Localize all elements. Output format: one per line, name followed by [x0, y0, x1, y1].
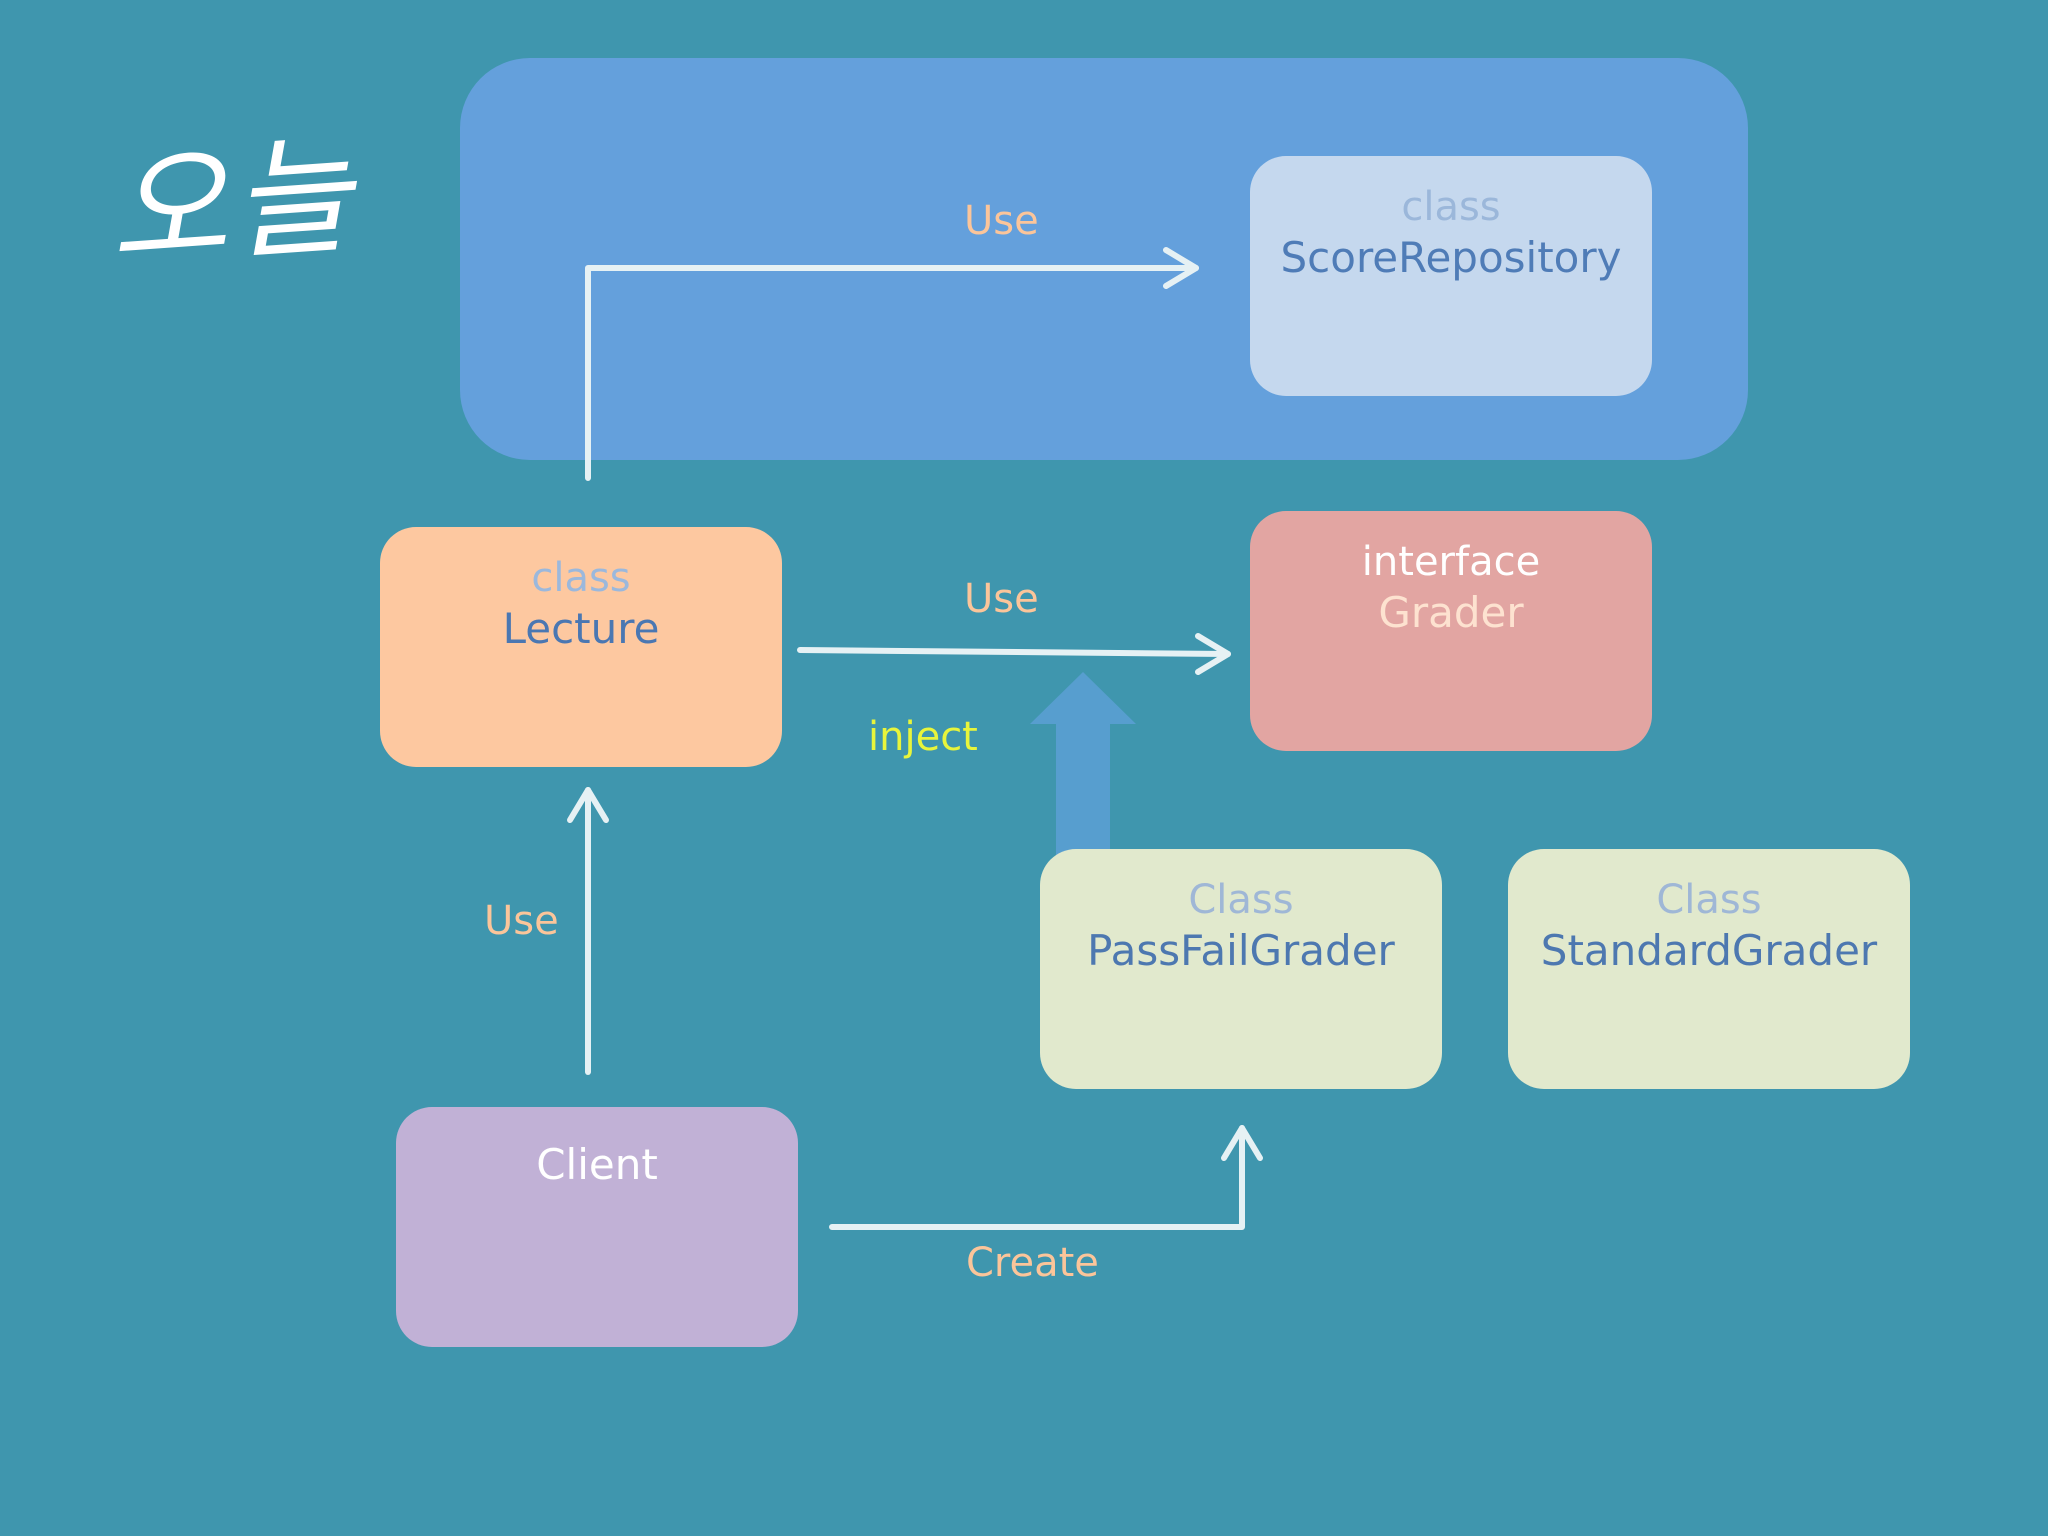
arrow-lecture-to-repository [585, 265, 1199, 481]
node-keyword: class [531, 555, 631, 601]
edge-label-client-to-lecture: Use [484, 898, 559, 944]
arrow-client-to-passfail [829, 1125, 1245, 1230]
node-client: Client [396, 1107, 798, 1347]
arrow-head-lecture [567, 787, 609, 823]
inject-arrow [1030, 672, 1136, 880]
edge-label-inject: inject [868, 714, 978, 760]
node-grader: interface Grader [1250, 511, 1652, 751]
node-keyword: class [1401, 184, 1501, 230]
node-name: Client [536, 1140, 658, 1189]
node-keyword: Class [1656, 877, 1762, 923]
node-pass-fail-grader: Class PassFailGrader [1040, 849, 1442, 1089]
node-name: PassFailGrader [1087, 926, 1395, 975]
arrow-lecture-to-grader [797, 647, 1231, 657]
node-name: ScoreRepository [1280, 233, 1622, 282]
node-name: StandardGrader [1540, 926, 1878, 975]
edge-label-client-to-passfail: Create [966, 1240, 1099, 1286]
node-keyword: Class [1188, 877, 1294, 923]
node-name: Lecture [502, 604, 660, 653]
node-lecture: class Lecture [380, 527, 782, 767]
arrow-head-grader [1195, 633, 1231, 675]
arrow-head-passfail [1221, 1125, 1263, 1161]
arrow-head-repository [1163, 247, 1199, 289]
edge-label-lecture-to-grader: Use [964, 576, 1039, 622]
node-standard-grader: Class StandardGrader [1508, 849, 1910, 1089]
node-score-repository: class ScoreRepository [1250, 156, 1652, 396]
node-keyword: interface [1361, 539, 1541, 585]
edge-label-lecture-to-repository: Use [964, 198, 1039, 244]
node-name: Grader [1378, 588, 1524, 637]
